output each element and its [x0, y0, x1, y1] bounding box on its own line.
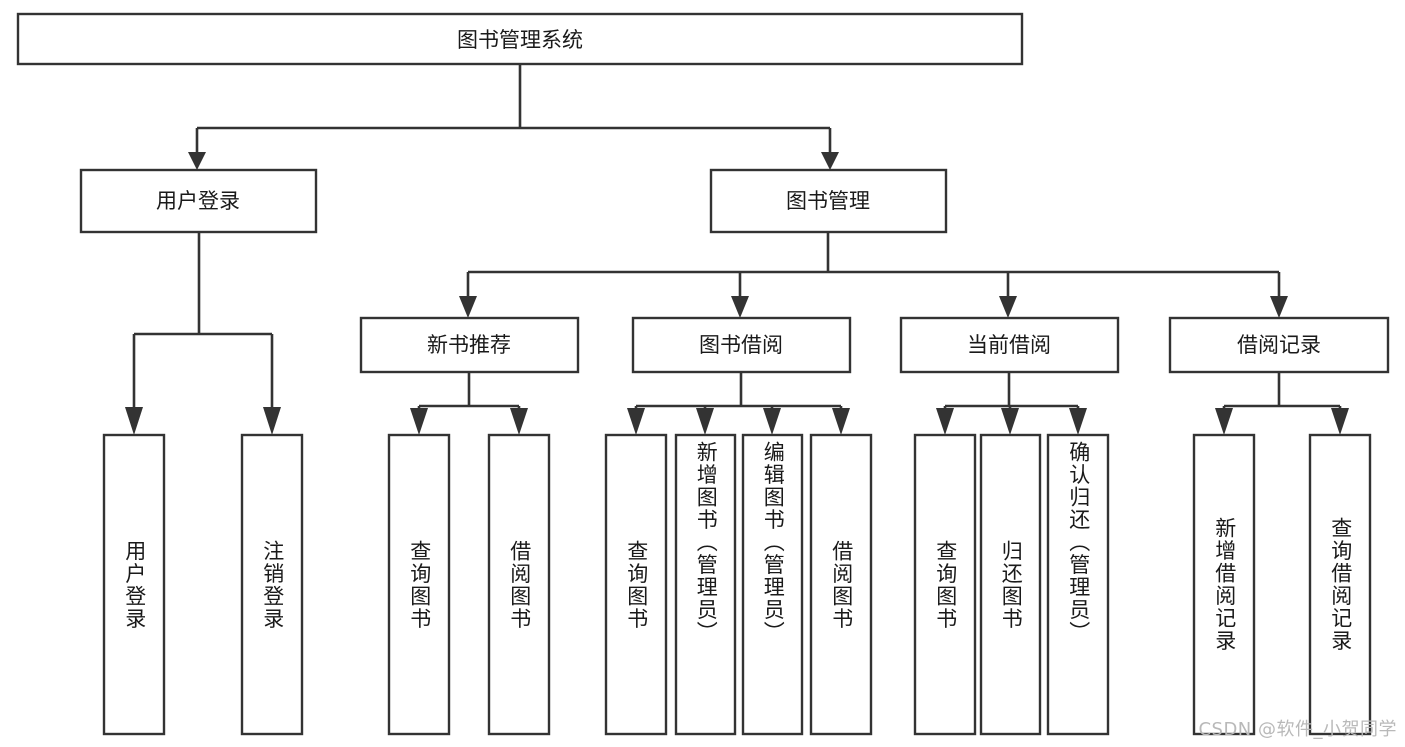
node-book-borrow[interactable]	[631, 316, 852, 374]
node-leaf-query-book-3[interactable]	[913, 433, 977, 736]
arrowhead-leaf-query-book-1	[410, 408, 428, 435]
arrowhead-leaf-query-book-3	[936, 408, 954, 435]
arrowhead-leaf-borrow-book-2	[832, 408, 850, 435]
node-new-book-recommend-label: 新书推荐	[427, 333, 511, 357]
connector-layer	[125, 64, 1349, 435]
node-layer: 图书管理系统 用户登录 图书管理 新书推荐 图书借阅 当前借阅 借阅记录	[16, 12, 1390, 736]
node-leaf-query-record[interactable]	[1308, 433, 1372, 736]
node-leaf-query-book-2[interactable]	[604, 433, 668, 736]
arrowhead-leaf-edit-book	[763, 408, 781, 435]
arrowhead-leaf-confirm-return	[1069, 408, 1087, 435]
node-current-borrow-label: 当前借阅	[967, 333, 1051, 357]
arrowhead-user-login	[188, 152, 206, 170]
arrowhead-leaf-user-login	[125, 407, 143, 435]
arrowhead-leaf-add-record	[1215, 408, 1233, 435]
node-book-borrow-label: 图书借阅	[699, 333, 783, 357]
node-user-login[interactable]	[79, 168, 318, 234]
arrowhead-leaf-query-book-2	[627, 408, 645, 435]
node-current-borrow[interactable]	[899, 316, 1120, 374]
arrowhead-borrow-record	[1270, 296, 1288, 318]
node-leaf-add-record[interactable]	[1192, 433, 1256, 736]
node-user-login-label: 用户登录	[156, 189, 240, 213]
node-leaf-user-login[interactable]	[102, 433, 166, 736]
arrowhead-leaf-borrow-book-1	[510, 408, 528, 435]
node-book-manage[interactable]	[709, 168, 948, 234]
arrowhead-leaf-query-record	[1331, 408, 1349, 435]
arrowhead-current-borrow	[999, 296, 1017, 318]
node-leaf-borrow-book-1[interactable]	[487, 433, 551, 736]
node-borrow-record-label: 借阅记录	[1237, 333, 1321, 357]
node-root-label: 图书管理系统	[457, 28, 583, 52]
arrowhead-leaf-user-logout	[263, 407, 281, 435]
arrowhead-leaf-return-book	[1001, 408, 1019, 435]
node-leaf-query-book-1[interactable]	[387, 433, 451, 736]
csdn-watermark: CSDN @软件_小贺同学	[1198, 719, 1397, 740]
node-leaf-user-logout[interactable]	[240, 433, 304, 736]
node-book-manage-label: 图书管理	[786, 189, 870, 213]
node-leaf-edit-book[interactable]	[741, 433, 804, 736]
node-leaf-return-book[interactable]	[979, 433, 1042, 736]
node-leaf-add-book[interactable]	[674, 433, 737, 736]
arrowhead-new-book-recommend	[459, 296, 477, 318]
arrowhead-book-borrow	[731, 296, 749, 318]
node-leaf-borrow-book-2[interactable]	[809, 433, 873, 736]
node-borrow-record[interactable]	[1168, 316, 1390, 374]
arrowhead-book-manage	[821, 152, 839, 170]
node-new-book-recommend[interactable]	[359, 316, 580, 374]
arrowhead-leaf-add-book	[696, 408, 714, 435]
node-root[interactable]	[16, 12, 1024, 66]
node-leaf-confirm-return[interactable]	[1046, 433, 1110, 736]
